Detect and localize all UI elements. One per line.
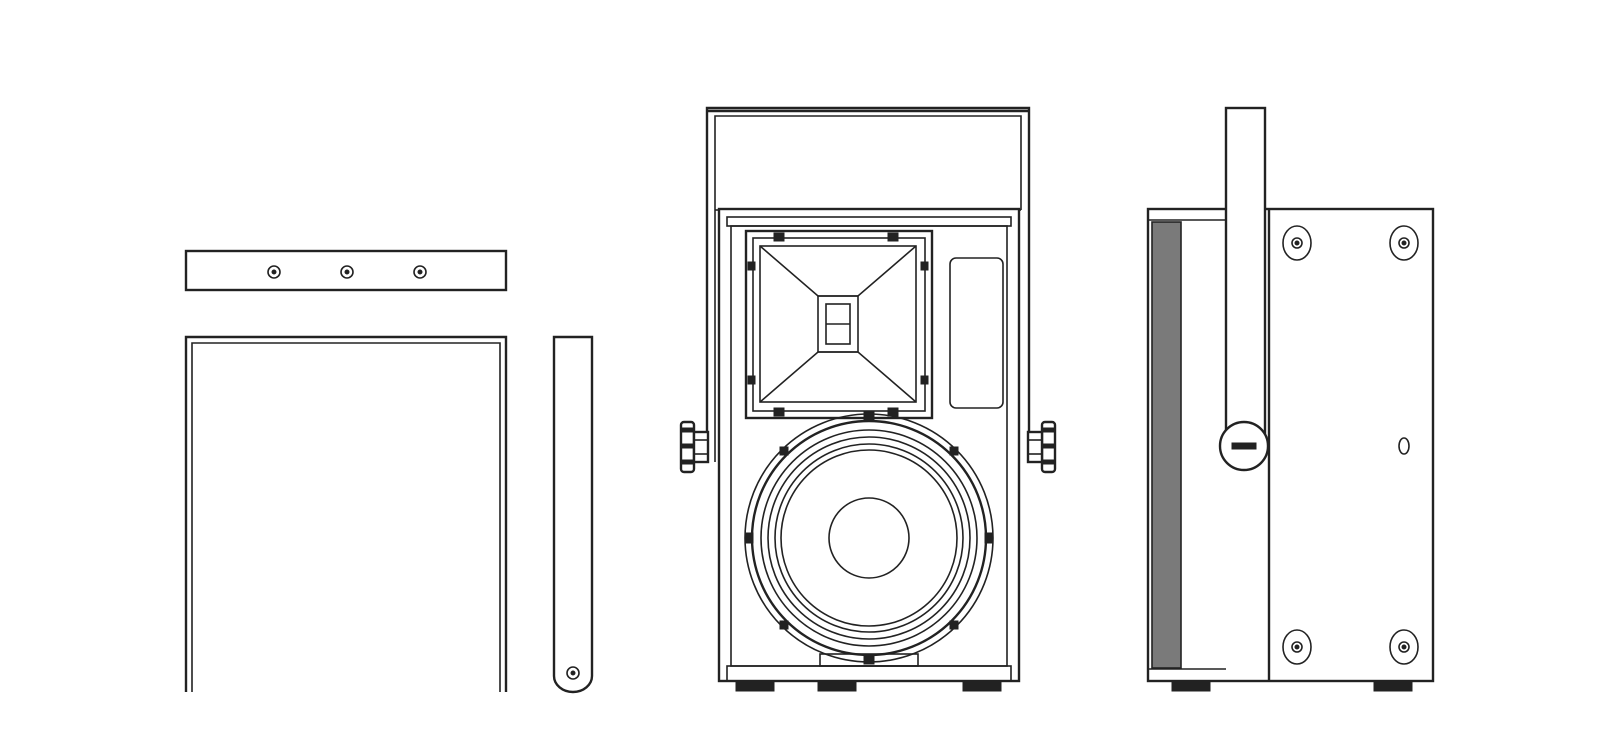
mount-point [1389,629,1419,665]
foot [1171,680,1211,692]
side-screw [1398,437,1410,455]
woofer [744,411,994,665]
bracket-hole [340,265,354,279]
bracket-top-bar [184,249,508,292]
knob-left [679,420,710,474]
foot [817,680,857,692]
bracket-arm-hole [566,666,580,680]
foot [962,680,1002,692]
horn-tweeter [744,229,934,420]
mount-point [1282,629,1312,665]
speaker-front-view [679,106,1057,692]
u-bracket [184,335,508,692]
bracket-hole [413,265,427,279]
mount-point [1389,225,1419,261]
bracket-side-arm [552,335,594,694]
mount-point [1282,225,1312,261]
side-handle [1224,106,1267,440]
foot [735,680,775,692]
bracket-hole [267,265,281,279]
knob-right [1026,420,1057,474]
speaker-side-view [1146,106,1435,692]
foot [1373,680,1413,692]
side-grille [1151,221,1182,669]
